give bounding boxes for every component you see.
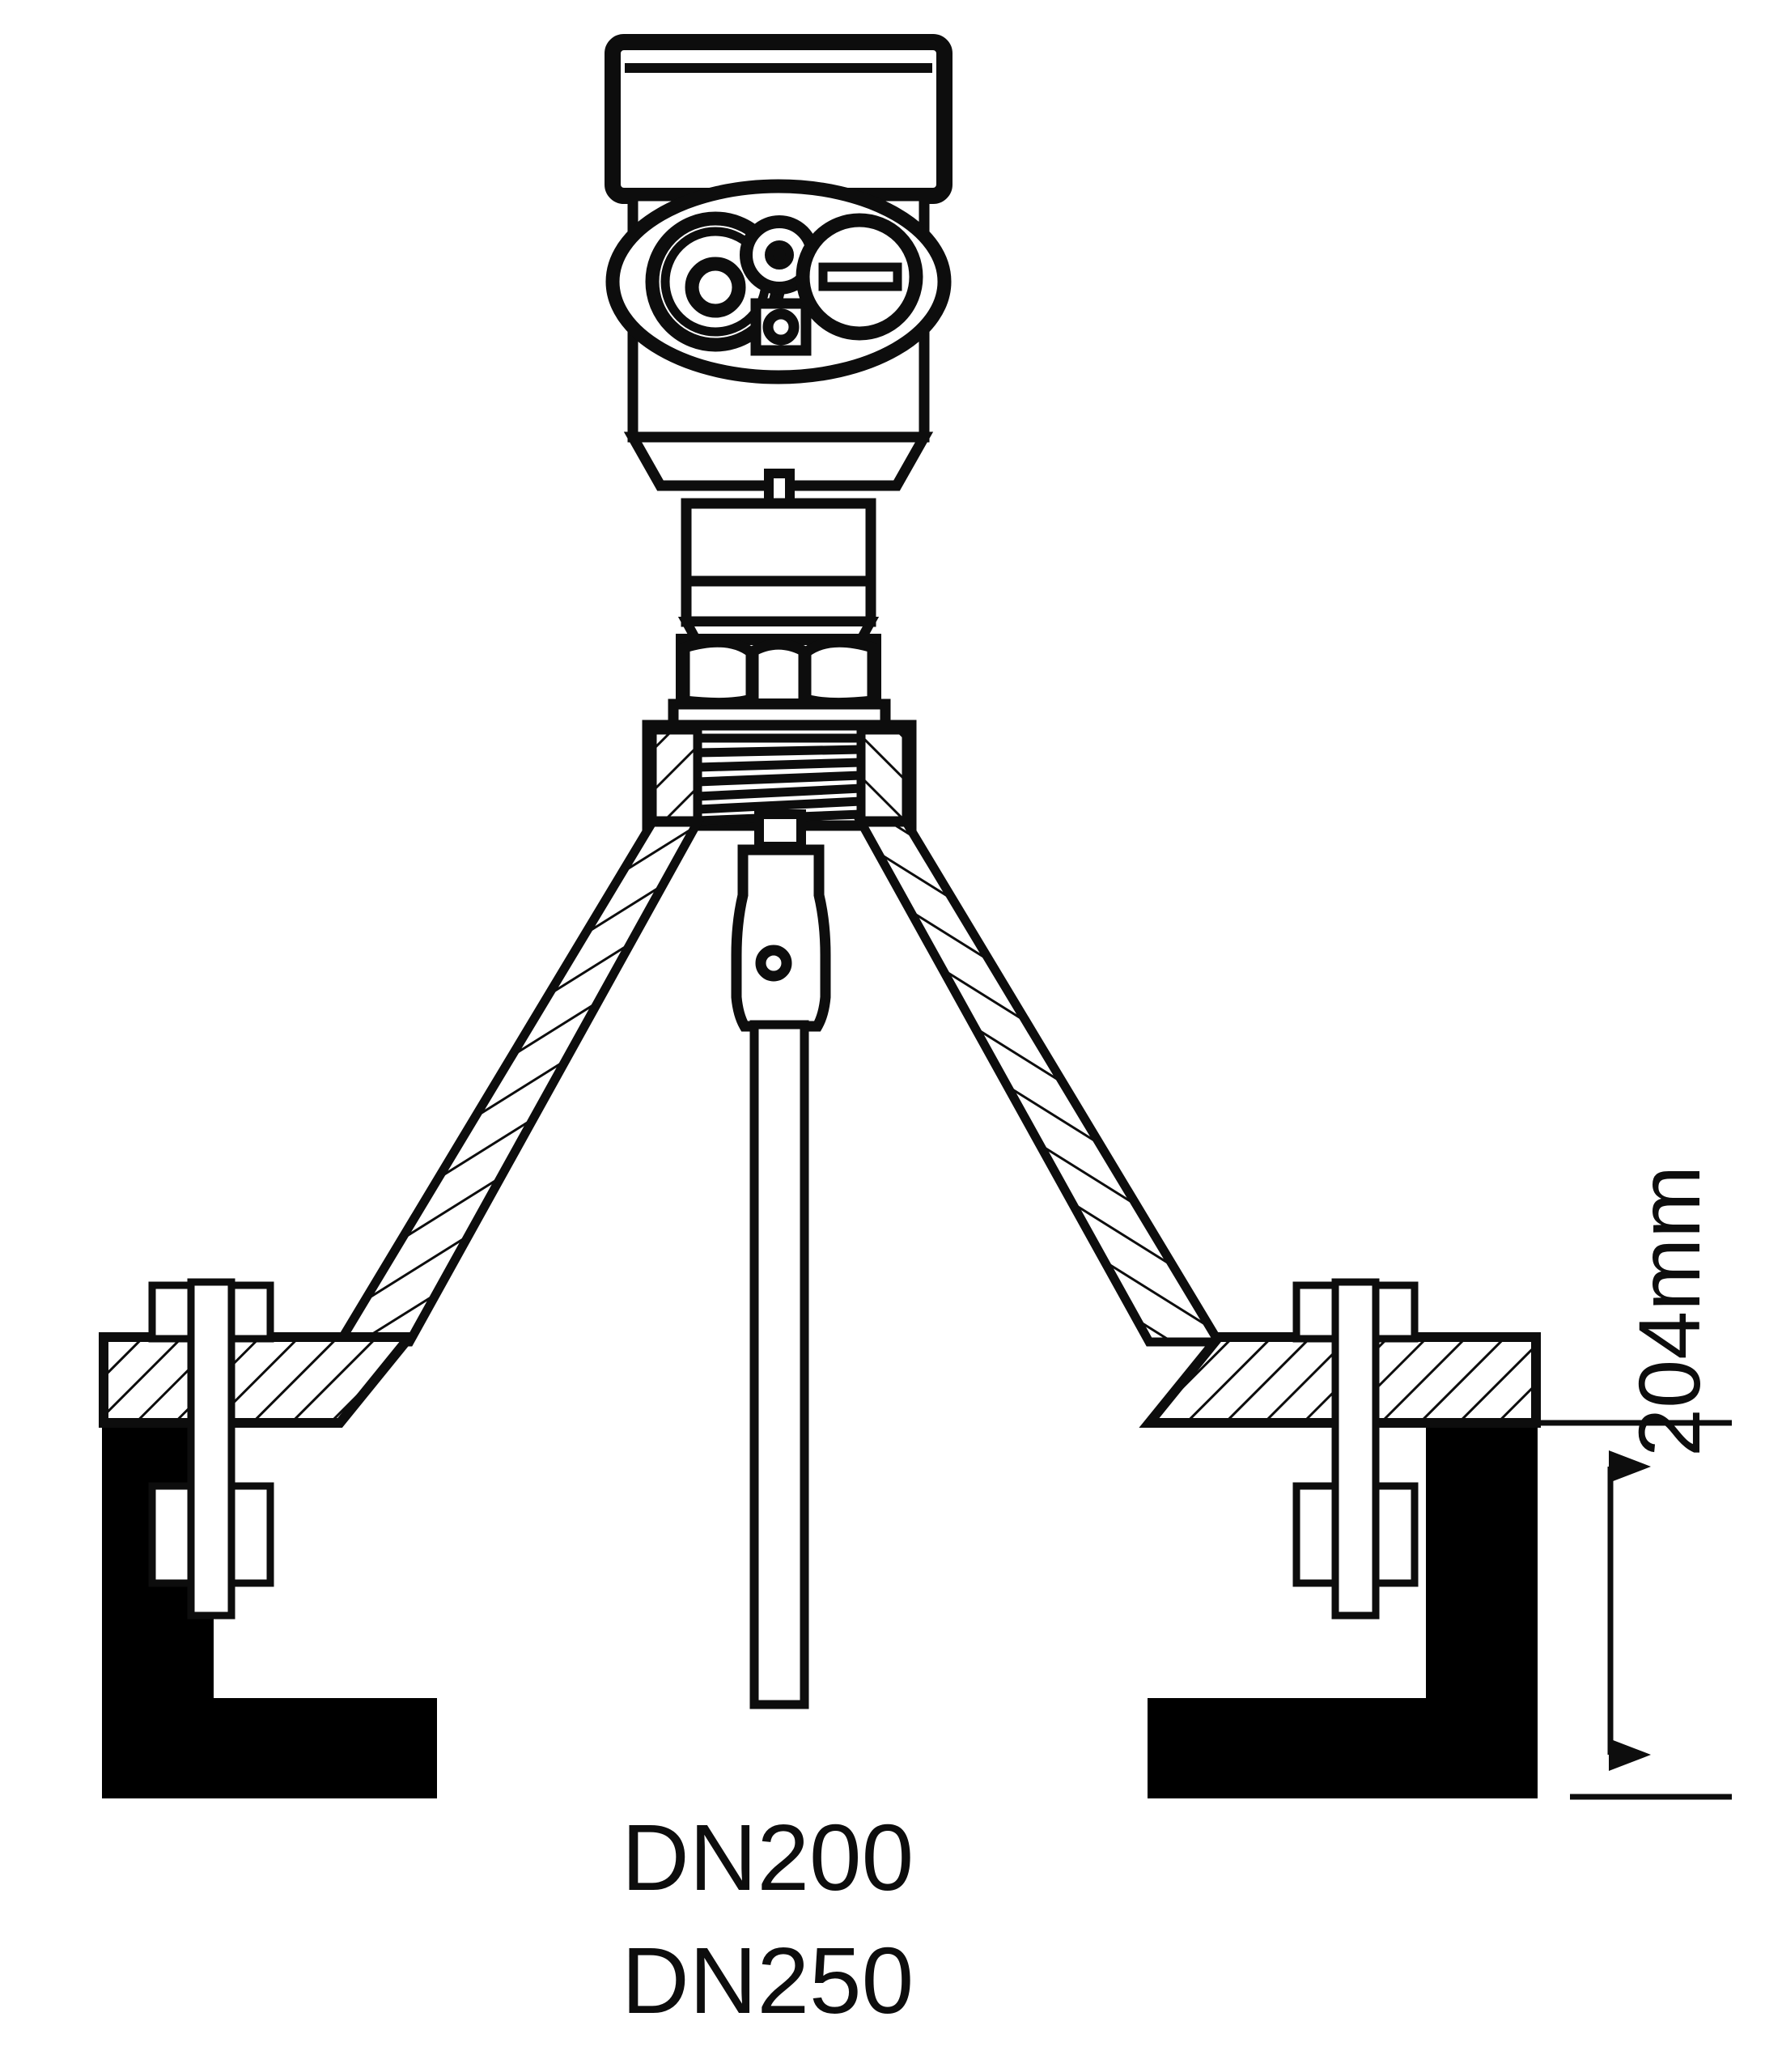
housing-neck — [677, 469, 880, 644]
square-port — [750, 298, 812, 356]
nozzle-left — [102, 1421, 437, 1798]
terminal-display-cap — [605, 34, 953, 204]
threaded-process-connection — [642, 720, 917, 851]
flange-left — [99, 1332, 420, 1428]
hex-nut — [668, 634, 891, 731]
dimension-nozzle-height — [1507, 1420, 1732, 1800]
bolt-left — [148, 1278, 274, 1620]
label-dn250: DN250 — [622, 1928, 914, 2033]
bolt-right — [1292, 1278, 1419, 1620]
probe-rod — [731, 844, 831, 1709]
rod-coupling — [731, 844, 831, 1032]
label-dn200: DN200 — [622, 1805, 914, 1910]
right-circle-slot — [796, 213, 923, 341]
dimension-label-204mm: 204mm — [1620, 1165, 1718, 1457]
